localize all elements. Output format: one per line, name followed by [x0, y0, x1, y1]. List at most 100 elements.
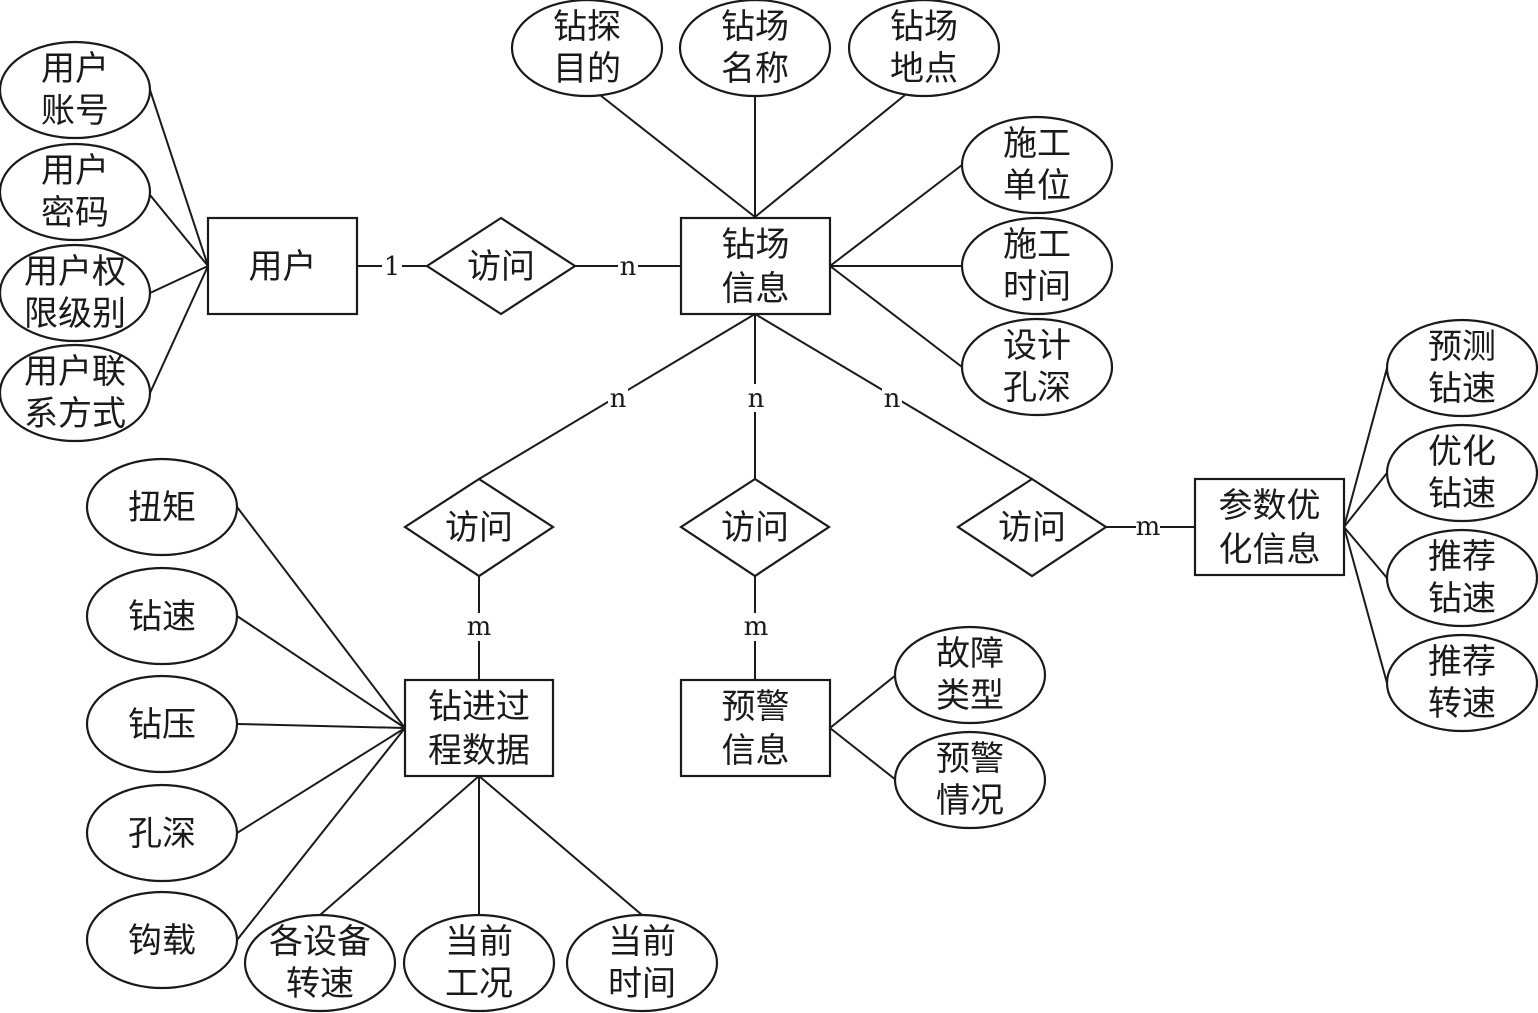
relationship-visit-process: 访问: [402, 477, 556, 578]
svg-text:参数优: 参数优: [1219, 486, 1321, 526]
attr-construction-time: 施工 时间: [960, 216, 1114, 316]
cardinality-param-side: m: [1136, 512, 1161, 542]
svg-text:钻场: 钻场: [890, 7, 958, 47]
edge-recommended-speed: [1343, 526, 1388, 579]
svg-text:推荐: 推荐: [1428, 537, 1496, 577]
svg-text:用户联: 用户联: [24, 352, 126, 392]
svg-text:施工: 施工: [1003, 225, 1071, 265]
edge-fault-type: [829, 674, 897, 729]
edge-user-contact: [149, 265, 209, 394]
svg-text:用户权: 用户权: [24, 252, 126, 292]
attr-recommended-rotation: 推荐 转速: [1385, 633, 1538, 733]
attr-recommended-speed: 推荐 钻速: [1385, 528, 1538, 628]
attr-construction-unit: 施工 单位: [960, 115, 1114, 215]
svg-text:钻探: 钻探: [553, 7, 621, 47]
attr-predicted-speed: 预测 钻速: [1385, 318, 1538, 418]
svg-text:名称: 名称: [721, 49, 789, 89]
cardinality-warning-side: m: [744, 612, 769, 642]
attr-user-contact: 用户联 系方式: [0, 343, 152, 443]
attr-fault-type: 故障 类型: [893, 625, 1047, 725]
edge-design-depth: [829, 265, 963, 368]
cardinality-site-side-process: n: [608, 384, 628, 414]
relationship-visit-warning: 访问: [678, 477, 832, 578]
relationship-visit-user: 访问: [424, 216, 578, 316]
edge-torque: [236, 506, 406, 729]
svg-text:1: 1: [384, 252, 401, 282]
entity-user: 用户: [206, 216, 359, 316]
svg-text:化信息: 化信息: [1219, 530, 1321, 570]
svg-text:预警: 预警: [722, 687, 790, 727]
svg-text:转速: 转速: [286, 964, 354, 1004]
svg-text:情况: 情况: [936, 781, 1004, 821]
svg-text:钩载: 钩载: [128, 921, 196, 961]
attr-design-depth: 设计 孔深: [960, 317, 1114, 417]
relationship-visit-param: 访问: [955, 477, 1109, 578]
svg-text:限级别: 限级别: [24, 294, 126, 334]
svg-text:当前: 当前: [445, 922, 513, 962]
entity-param-opt: 参数优 化信息: [1193, 477, 1346, 577]
entity-drilling-process: 钻进过 程数据: [403, 678, 555, 778]
svg-text:施工: 施工: [1003, 124, 1071, 164]
attr-hook-load: 钩载: [85, 890, 239, 990]
attr-current-condition: 当前 工况: [402, 913, 556, 1013]
svg-text:各设备: 各设备: [269, 922, 371, 962]
svg-text:信息: 信息: [722, 269, 790, 309]
svg-text:故障: 故障: [936, 634, 1004, 674]
svg-text:n: n: [748, 384, 765, 414]
entity-drill-site: 钻场 信息: [679, 216, 832, 316]
svg-text:时间: 时间: [1003, 267, 1071, 307]
cardinality-site-side-param: n: [882, 384, 902, 414]
svg-text:钻进过: 钻进过: [428, 687, 530, 727]
attr-drill-purpose: 钻探 目的: [510, 0, 664, 98]
svg-text:钻场: 钻场: [721, 7, 789, 47]
svg-text:n: n: [610, 384, 627, 414]
svg-text:目的: 目的: [553, 49, 621, 89]
attr-user-level: 用户权 限级别: [0, 243, 152, 343]
attr-optimized-speed: 优化 钻速: [1385, 423, 1538, 523]
svg-text:钻速: 钻速: [1428, 579, 1496, 619]
svg-text:n: n: [620, 252, 637, 282]
svg-text:m: m: [467, 612, 492, 642]
attr-user-account: 用户 账号: [0, 40, 152, 140]
cardinality-site-side-warning: n: [746, 384, 766, 414]
svg-text:程数据: 程数据: [428, 731, 530, 771]
cardinality-process-side: m: [467, 612, 492, 642]
edge-equipment-speed: [319, 775, 480, 916]
svg-text:预测: 预测: [1428, 327, 1496, 367]
edge-hook-load: [236, 727, 406, 941]
attr-hole-depth: 孔深: [85, 783, 239, 883]
svg-text:孔深: 孔深: [128, 814, 196, 854]
attr-site-location: 钻场 地点: [847, 0, 1001, 98]
cardinality-site-side-user: n: [618, 252, 638, 282]
svg-text:当前: 当前: [608, 922, 676, 962]
edge-user-account: [149, 89, 209, 267]
attr-drill-speed: 钻速: [85, 566, 239, 666]
edge-user-level: [149, 265, 209, 294]
attr-drill-pressure: 钻压: [85, 674, 239, 774]
edge-warning-status: [829, 727, 897, 781]
svg-text:地点: 地点: [890, 49, 958, 89]
svg-text:访问: 访问: [445, 508, 513, 548]
cardinalities: 1 n n n n m m m: [382, 252, 1160, 642]
svg-text:用户: 用户: [41, 49, 109, 89]
edge-construction-unit: [829, 164, 963, 267]
svg-text:时间: 时间: [608, 964, 676, 1004]
edge-drill-speed: [236, 615, 406, 729]
svg-text:访问: 访问: [998, 508, 1066, 548]
svg-text:孔深: 孔深: [1003, 368, 1071, 408]
attr-warning-status: 预警 情况: [893, 730, 1047, 830]
svg-text:设计: 设计: [1003, 326, 1071, 366]
svg-text:钻速: 钻速: [1428, 369, 1496, 409]
svg-text:转速: 转速: [1428, 684, 1496, 724]
edge-predicted-speed: [1343, 367, 1388, 528]
attr-user-password: 用户 密码: [0, 142, 152, 242]
attr-equipment-speed: 各设备 转速: [243, 913, 397, 1013]
attr-site-name: 钻场 名称: [678, 0, 832, 98]
svg-text:钻速: 钻速: [1428, 474, 1496, 514]
svg-text:钻场: 钻场: [722, 225, 790, 265]
svg-text:访问: 访问: [467, 247, 535, 287]
edge-current-time: [478, 775, 643, 916]
edge-hole-depth: [236, 727, 406, 834]
attr-current-time: 当前 时间: [565, 913, 719, 1013]
